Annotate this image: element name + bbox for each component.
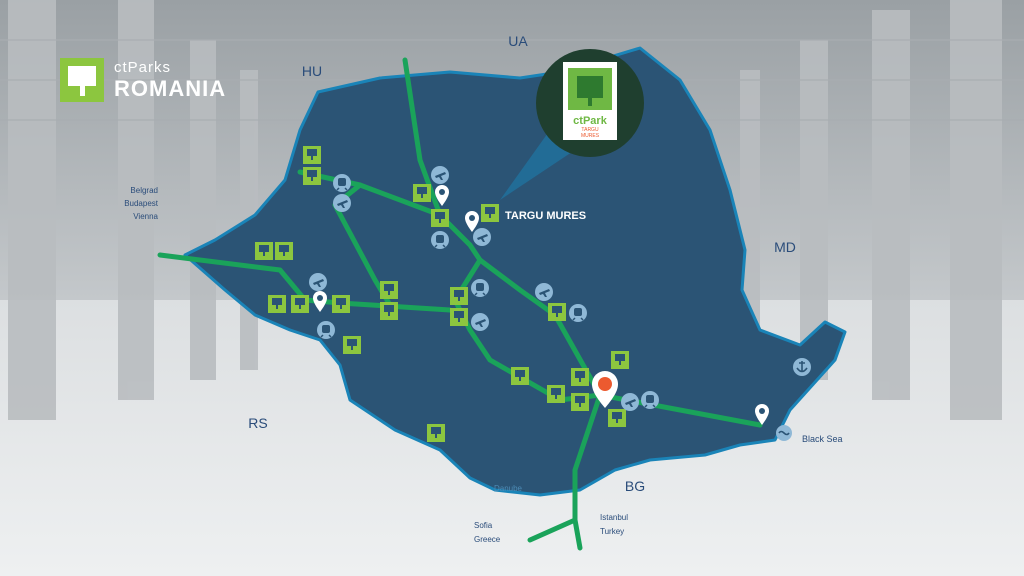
main-location-pin-icon: [592, 371, 618, 408]
ctparks-tree-icon: [60, 58, 104, 102]
romania-outline: [183, 46, 847, 497]
label-bg: BG: [625, 478, 645, 494]
label-danube: Danube: [494, 484, 523, 493]
label-greece: Greece: [474, 535, 501, 544]
badge-name: ctPark: [573, 115, 608, 127]
label-ua: UA: [508, 33, 528, 49]
brand-logo: ctParks ROMANIA: [60, 58, 226, 102]
label-budapest: Budapest: [124, 199, 159, 208]
badge-sub2: MURES: [581, 133, 600, 139]
label-md: MD: [774, 239, 796, 255]
label-turkey: Turkey: [600, 527, 624, 536]
label-belgrad: Belgrad: [130, 186, 158, 195]
brand-line1: ctParks: [114, 59, 172, 76]
port-icon: [793, 358, 811, 376]
badge-sub1: TARGU: [581, 127, 599, 133]
brand-line2: ROMANIA: [114, 76, 227, 101]
ctpark-targu-mures-badge: ctPark TARGU MURES: [536, 49, 644, 157]
label-rs: RS: [248, 415, 267, 431]
callout-beam: [500, 130, 575, 200]
label-targu-mures: TARGU MURES: [505, 210, 586, 222]
label-hu: HU: [302, 63, 322, 79]
label-vienna: Vienna: [133, 212, 158, 221]
label-black-sea: Black Sea: [802, 434, 843, 444]
black-sea-icon: [776, 425, 792, 441]
label-istanbul: Istanbul: [600, 513, 628, 522]
label-sofia: Sofia: [474, 521, 493, 530]
